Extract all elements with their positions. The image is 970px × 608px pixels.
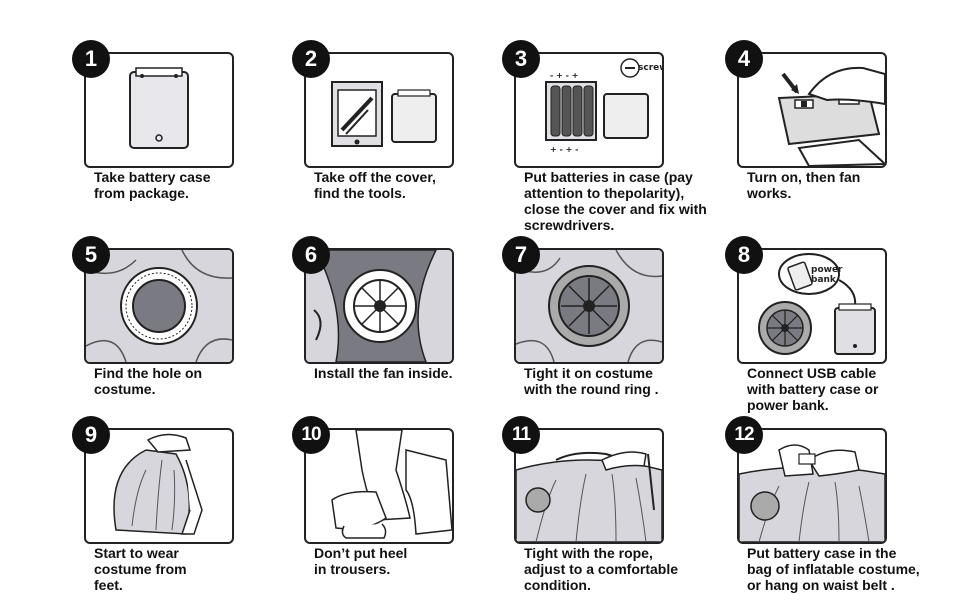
step-caption: Start to wear costume from feet. (94, 545, 187, 593)
step-number: 5 (72, 236, 110, 274)
power-bank-label: bank (811, 275, 837, 285)
step-number: 4 (725, 40, 763, 78)
step-illustration (737, 428, 887, 544)
step-caption: Tight it on costume with the round ring … (524, 365, 659, 397)
power-bank-icon (787, 261, 813, 291)
screw-label: screw (638, 63, 662, 73)
step-9: 9 Start to wear costume from feet. (72, 416, 272, 608)
step-caption: Connect USB cable with battery case or p… (747, 365, 879, 413)
step-illustration (304, 52, 454, 168)
rope-tighten-icon (516, 451, 662, 542)
step-caption: Turn on, then fan works. (747, 169, 861, 201)
step-number: 6 (292, 236, 330, 274)
step-caption: Install the fan inside. (314, 365, 453, 381)
step-caption: Put battery case in the bag of inflatabl… (747, 545, 920, 593)
step-caption: Put batteries in case (pay attention to … (524, 169, 707, 233)
step-10: 10 Don’t put heel in trousers. (292, 416, 492, 608)
step-illustration (514, 248, 664, 364)
batteries-icon: - + - + + - + - screw (545, 58, 662, 154)
step-caption: Find the hole on costume. (94, 365, 203, 397)
waist-belt-icon (739, 444, 885, 542)
step-illustration (737, 52, 887, 168)
step-caption: Tight with the rope, adjust to a comfort… (524, 545, 679, 593)
step-caption: Take off the cover, find the tools. (314, 169, 436, 201)
step-8: 8 power bank Connect USB cable with batt… (725, 236, 925, 428)
step-number: 1 (72, 40, 110, 78)
step-3: 3 - + - + + - + - screw Put batteries in… (502, 40, 707, 233)
battery-case-icon (129, 67, 189, 149)
step-illustration (84, 52, 234, 168)
step-number: 2 (292, 40, 330, 78)
usb-connect-icon: power bank (758, 253, 876, 355)
step-number: 11 (502, 416, 540, 454)
step-2: 2 Take off the cover, find the tools. (292, 40, 492, 232)
fan-install-icon (306, 250, 452, 362)
polarity-top-label: - + - + (550, 71, 578, 80)
open-case-tools-icon (331, 81, 437, 147)
power-bank-label: power (811, 265, 843, 275)
step-illustration (304, 428, 454, 544)
power-switch-icon (777, 66, 885, 166)
step-number: 7 (502, 236, 540, 274)
step-1: 1 Take battery case from package. (72, 40, 272, 232)
step-illustration (304, 248, 454, 364)
step-number: 9 (72, 416, 110, 454)
step-11: 11 Tight with the rope, adjust to a comf… (502, 416, 702, 608)
step-number: 8 (725, 236, 763, 274)
step-number: 10 (292, 416, 330, 454)
step-7: 7 Tight it on costume with the round rin… (502, 236, 702, 428)
ring-fan-icon (516, 250, 662, 362)
step-number: 12 (725, 416, 763, 454)
costume-hole-icon (86, 250, 232, 362)
step-illustration (84, 248, 234, 364)
step-12: 12 Put battery case in the bag of inflat… (725, 416, 925, 608)
step-caption: Don’t put heel in trousers. (314, 545, 408, 577)
step-4: 4 Turn on, then fan works. (725, 40, 925, 232)
step-caption: Take battery case from package. (94, 169, 211, 201)
feet-trousers-icon (331, 430, 452, 539)
wear-costume-icon (113, 433, 203, 535)
step-illustration: - + - + + - + - screw (514, 52, 664, 168)
step-illustration (84, 428, 234, 544)
step-5: 5 Find the hole on costume. (72, 236, 272, 428)
step-6: 6 Install the fan inside. (292, 236, 492, 428)
step-number: 3 (502, 40, 540, 78)
step-illustration: power bank (737, 248, 887, 364)
step-illustration (514, 428, 664, 544)
polarity-bottom-label: + - + - (550, 145, 578, 154)
